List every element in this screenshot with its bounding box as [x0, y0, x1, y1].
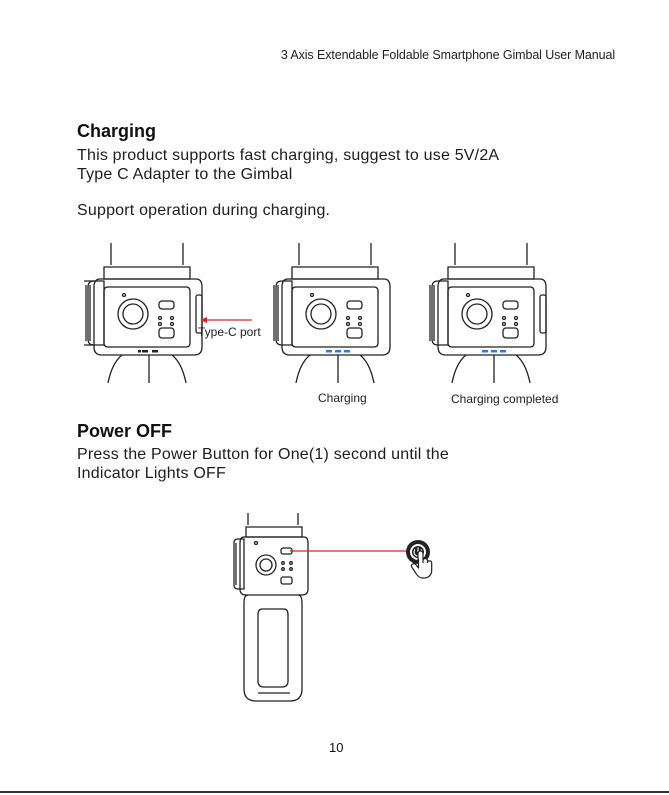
charging-title: Charging: [77, 121, 156, 141]
charging-completed-caption: Charging completed: [451, 392, 559, 406]
charging-line-1: This product supports fast charging, sug…: [77, 147, 500, 164]
type-c-port-caption: Type-C port: [198, 325, 261, 339]
pressing-hand-icon: [410, 550, 433, 579]
power-button-pointer-line: [290, 550, 408, 552]
gimbal-charging-completed-illustration: [429, 243, 547, 384]
power-off-line-1: Press the Power Button for One(1) second…: [77, 446, 449, 463]
gimbal-type-c-illustration: [84, 243, 203, 384]
type-c-pointer-arrow: [200, 317, 252, 323]
gimbal-charging-illustration: [273, 243, 391, 384]
bottom-rule: [0, 791, 669, 793]
power-off-line-2: Indicator Lights OFF: [77, 465, 226, 482]
power-off-title: Power OFF: [77, 421, 173, 441]
charging-line-3: Support operation during charging.: [77, 202, 331, 219]
charging-caption: Charging: [318, 391, 367, 405]
manual-header: 3 Axis Extendable Foldable Smartphone Gi…: [280, 48, 615, 62]
charging-line-2: Type C Adapter to the Gimbal: [77, 166, 293, 183]
page-number: 10: [329, 740, 344, 755]
gimbal-handle-illustration: [233, 513, 309, 702]
